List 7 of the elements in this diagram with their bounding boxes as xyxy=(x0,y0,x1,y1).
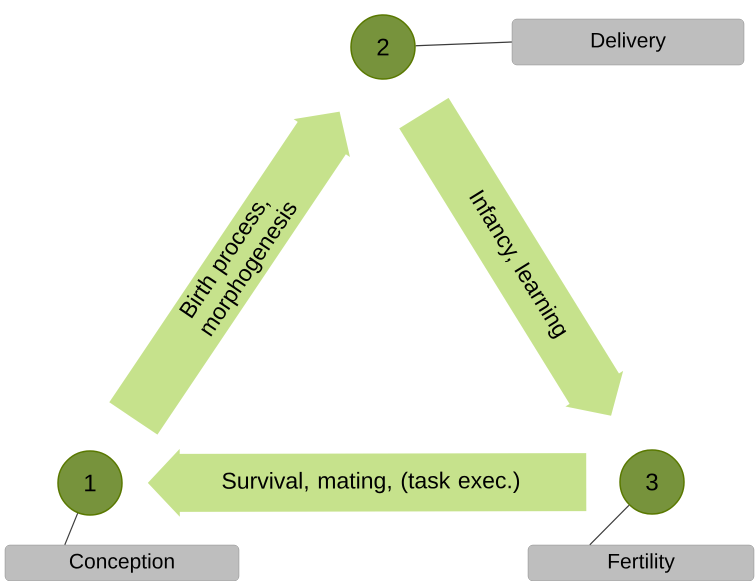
leader-line xyxy=(64,513,78,546)
leader-line xyxy=(589,504,630,546)
callout-box: Fertility xyxy=(528,544,754,581)
callout-box: Delivery xyxy=(512,18,744,66)
callout-box: Conception xyxy=(4,544,240,581)
edge-label: Survival, mating, (task exec.) xyxy=(222,472,520,494)
leader-line xyxy=(416,41,512,46)
